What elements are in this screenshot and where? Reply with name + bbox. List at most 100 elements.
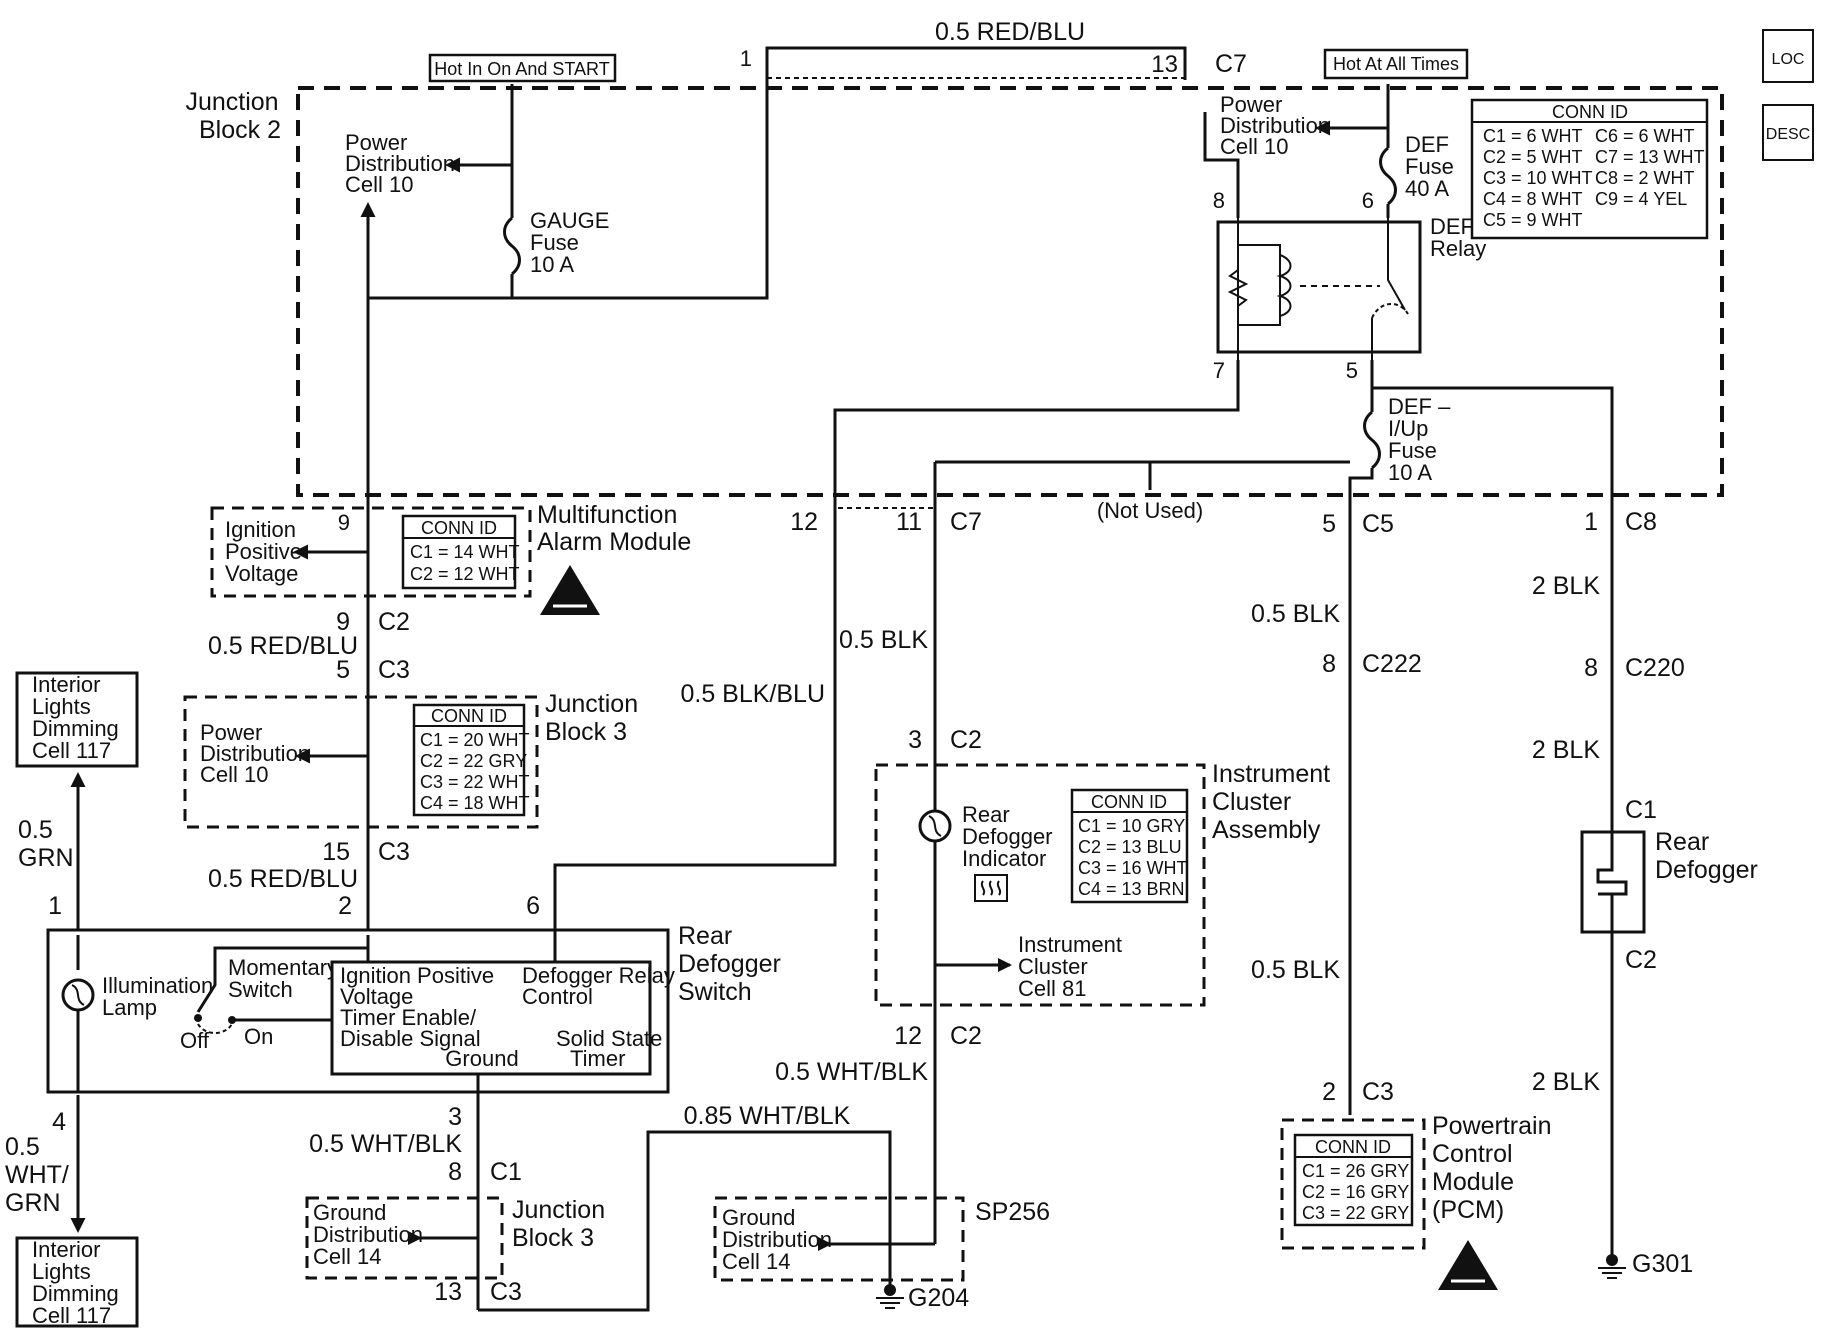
ic-cell-label: Cluster [1018, 954, 1088, 979]
rear-defogger-title: Rear [1655, 828, 1709, 856]
connector-label: C1 [490, 1158, 522, 1186]
pd-right-line: Distribution [1220, 113, 1330, 138]
coil-icon [1276, 254, 1292, 317]
ign-pos-label: Ignition Positive [340, 963, 494, 988]
switch-title: Switch [678, 978, 752, 1006]
conn-id-cell: C4 = 13 BRN [1078, 879, 1185, 899]
multifunction-alarm-module: Ignition Positive Voltage 9 CONN ID C1 =… [210, 501, 691, 615]
conn-id-cell: C3 = 10 WHT [1483, 168, 1593, 188]
mam-ign-label: Ignition [225, 517, 296, 542]
solid-state-label: Timer [570, 1046, 625, 1071]
connector-label: C3 [378, 656, 410, 684]
relay-ctrl-label: Control [522, 984, 593, 1009]
pin-label: 5 [336, 656, 350, 684]
conn-id-cell: C1 = 26 GRY [1302, 1161, 1409, 1181]
g301-label: G301 [1632, 1250, 1693, 1278]
conn-id-cell: C2 = 5 WHT [1483, 147, 1583, 167]
cluster-title: Assembly [1212, 816, 1321, 844]
instrument-cluster-assembly: Rear Defogger Indicator Instrument Clust… [874, 760, 1330, 1007]
momentary-label: Momentary [228, 955, 338, 980]
gd-label: Ground [313, 1200, 386, 1225]
jb3-pd-label: Power [200, 720, 262, 745]
pcm-title: Powertrain [1432, 1112, 1552, 1140]
wire-label: GRN [18, 844, 74, 872]
conn-id-title: CONN ID [1315, 1137, 1391, 1157]
desc-badge[interactable]: DESC [1762, 104, 1814, 161]
conn-id-cell: C1 = 20 WHT [420, 730, 530, 750]
wire-label: 0.85 WHT/BLK [684, 1102, 851, 1130]
pin-label: 5 [1322, 510, 1336, 538]
wire-label: 0.5 RED/BLU [208, 632, 358, 660]
conn-id-cell: C1 = 6 WHT [1483, 126, 1583, 146]
pin-label: 3 [448, 1103, 462, 1131]
indicator-label: Indicator [962, 846, 1046, 871]
ground-distribution-mid: Ground Distribution Cell 14 SP256 G204 [713, 1196, 1050, 1312]
connector-label: C7 [950, 508, 982, 536]
connector-label: C2 [1625, 946, 1657, 974]
jb3-lower-title: Block 3 [512, 1224, 594, 1252]
pin-label: 1 [1584, 508, 1598, 536]
interior-label: Lights [32, 1259, 91, 1284]
conn-id-cell: C1 = 14 WHT [410, 542, 520, 562]
mam-ign-label: Voltage [225, 561, 298, 586]
hot-run-text: Hot In On And START [434, 59, 609, 79]
def-relay [1216, 218, 1422, 360]
pd-left-line: Power [345, 130, 407, 155]
gd-label: Distribution [313, 1222, 423, 1247]
wire-blk-pcm: 0.5 BLK 8 C222 0.5 BLK 2 C3 [1251, 515, 1422, 1115]
gauge-fuse-label: GAUGE [530, 208, 609, 233]
conn-id-cell: C5 = 9 WHT [1483, 210, 1583, 230]
hot-always-text: Hot At All Times [1333, 54, 1459, 74]
gauge-fuse-icon [503, 216, 521, 276]
def-iup-fuse-icon [1363, 410, 1381, 470]
conn-id-title: CONN ID [431, 706, 507, 726]
def-relay-label: DEF [1430, 214, 1474, 239]
hot-run-label: Hot In On And START [428, 53, 617, 83]
connector-row-jb2: 12 11 C7 (Not Used) 5 C5 1 C8 [790, 498, 1657, 538]
switch-title: Defogger [678, 950, 781, 978]
interior-label: Interior [32, 672, 100, 697]
pin-label: 9 [338, 510, 350, 535]
pin-label: 2 [1322, 1078, 1336, 1106]
sp256-label: SP256 [975, 1198, 1050, 1226]
def-iup-fuse-label: Fuse [1388, 438, 1437, 463]
resistor-icon [1227, 269, 1249, 307]
wire-label: 2 BLK [1532, 736, 1600, 764]
illum-label: Lamp [102, 995, 157, 1020]
wire-2-blk-ground: C2 2 BLK G301 [1532, 932, 1693, 1279]
relay-ctrl-label: Defogger Relay [522, 963, 675, 988]
switch-title: Rear [678, 922, 732, 950]
ic-cell-label: Cell 81 [1018, 976, 1086, 1001]
conn-id-cell: C7 = 13 WHT [1595, 147, 1705, 167]
pin-label: 7 [1213, 358, 1225, 383]
interior-lights-top: Interior Lights Dimming Cell 117 [15, 671, 139, 768]
interior-label: Cell 117 [32, 738, 111, 763]
pcm-title: Module [1432, 1168, 1514, 1196]
on-label: On [244, 1024, 273, 1049]
momentary-switch-icon [196, 935, 370, 1013]
def-fuse-icon [1379, 146, 1397, 206]
pin-label: 8 [1213, 188, 1225, 213]
conn-id-cell: C4 = 18 WHT [420, 793, 530, 813]
jb2-title-2: Block 2 [199, 116, 281, 144]
loc-badge[interactable]: LOC [1762, 29, 1814, 83]
conn-id-cell: C4 = 8 WHT [1483, 189, 1583, 209]
conn-id-cell: C3 = 22 WHT [420, 772, 530, 792]
jb3-pd-label: Cell 10 [200, 762, 268, 787]
def-iup-fuse-label: 10 A [1388, 460, 1432, 485]
esd-warning-icon [540, 565, 600, 615]
conn-id-title: CONN ID [1091, 792, 1167, 812]
cluster-title: Instrument [1212, 760, 1330, 788]
connector-label: C3 [378, 838, 410, 866]
pcm-title: Control [1432, 1140, 1513, 1168]
jb3-lower-title: Junction [512, 1196, 605, 1224]
conn-id-title: CONN ID [1552, 102, 1628, 122]
timer-label: Timer Enable/ [340, 1005, 477, 1030]
defogger-symbol-icon [974, 874, 1008, 902]
junction-block-3: Power Distribution Cell 10 CONN ID C1 = … [183, 690, 638, 829]
def-iup-fuse-label: DEF – [1388, 394, 1451, 419]
ground-g204-icon [876, 1284, 904, 1309]
connector-label: C7 [1215, 50, 1247, 78]
def-fuse-label: 40 A [1405, 176, 1449, 201]
ign-pos-label: Voltage [340, 984, 413, 1009]
